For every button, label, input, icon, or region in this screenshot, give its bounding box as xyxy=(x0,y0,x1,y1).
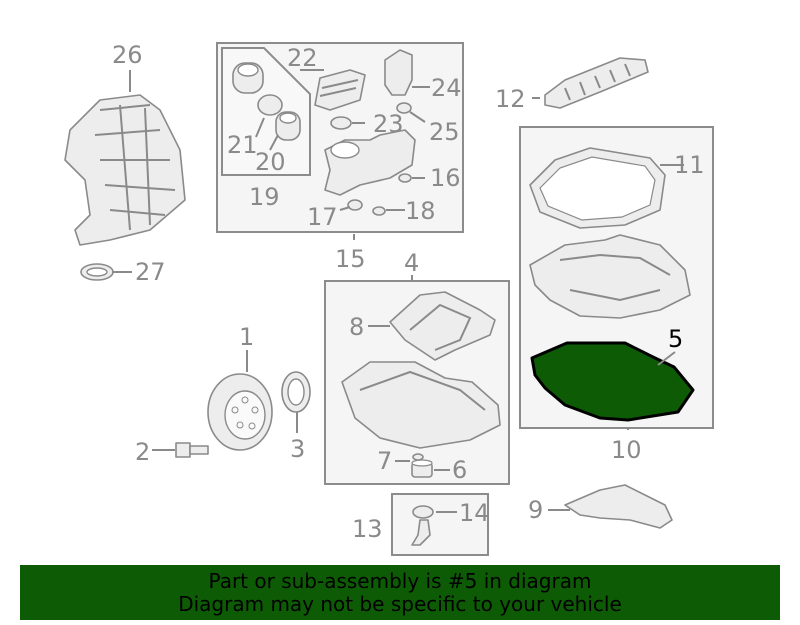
part-6-drain-plug[interactable] xyxy=(411,459,433,478)
label-18: 18 xyxy=(405,197,436,225)
part-1-crankshaft-pulley[interactable] xyxy=(207,373,273,451)
part-16-seal[interactable] xyxy=(398,173,412,183)
label-10: 10 xyxy=(611,436,642,464)
part-24-sensor[interactable] xyxy=(384,49,413,96)
part-21-filter-cap[interactable] xyxy=(232,62,264,94)
part-26-intake-manifold[interactable] xyxy=(64,94,186,246)
label-3: 3 xyxy=(290,435,305,463)
part-3-seal[interactable] xyxy=(281,371,311,413)
label-14: 14 xyxy=(459,499,490,527)
part-5-lower-oil-pan[interactable] xyxy=(530,341,695,422)
part-14-seal[interactable] xyxy=(412,505,434,519)
label-8: 8 xyxy=(349,313,364,341)
group-box-13 xyxy=(391,493,489,556)
part-20-filter-element[interactable] xyxy=(275,111,301,141)
label-11: 11 xyxy=(674,151,705,179)
label-4: 4 xyxy=(404,249,419,277)
label-22: 22 xyxy=(287,44,318,72)
part-22-oil-cooler[interactable] xyxy=(314,69,366,111)
label-6: 6 xyxy=(452,456,467,484)
info-banner: Part or sub-assembly is #5 in diagram Di… xyxy=(20,565,780,620)
label-19: 19 xyxy=(249,183,280,211)
part-21-oring[interactable] xyxy=(257,94,283,116)
label-2: 2 xyxy=(135,438,150,466)
label-13: 13 xyxy=(352,515,383,543)
label-7: 7 xyxy=(377,447,392,475)
label-25: 25 xyxy=(429,118,460,146)
part-27-gasket[interactable] xyxy=(80,263,114,281)
part-23-seal[interactable] xyxy=(330,116,352,130)
leader-lines xyxy=(112,69,684,513)
part-17-seal[interactable] xyxy=(347,199,363,211)
label-17: 17 xyxy=(307,203,338,231)
part-7-washer[interactable] xyxy=(412,453,424,461)
label-21: 21 xyxy=(227,131,258,159)
part-18-seal[interactable] xyxy=(372,206,386,216)
label-15: 15 xyxy=(335,245,366,273)
part-10-upper-oil-pan[interactable] xyxy=(529,234,691,319)
label-16: 16 xyxy=(430,164,461,192)
part-11-pan-gasket[interactable] xyxy=(529,147,666,229)
label-1: 1 xyxy=(239,323,254,351)
part-12-cover[interactable] xyxy=(544,57,649,109)
label-5: 5 xyxy=(668,325,683,353)
banner-line-2: Diagram may not be specific to your vehi… xyxy=(178,591,622,616)
label-20: 20 xyxy=(255,148,286,176)
label-12: 12 xyxy=(495,85,526,113)
label-26: 26 xyxy=(112,41,143,69)
label-24: 24 xyxy=(431,74,462,102)
part-2-bolt[interactable] xyxy=(175,442,209,458)
label-27: 27 xyxy=(135,258,166,286)
label-9: 9 xyxy=(528,496,543,524)
label-23: 23 xyxy=(373,110,404,138)
banner-line-1: Part or sub-assembly is #5 in diagram xyxy=(208,568,592,593)
part-4-oil-pan-housing[interactable] xyxy=(341,361,501,449)
part-9-bracket[interactable] xyxy=(564,484,673,529)
part-25-seal[interactable] xyxy=(396,102,412,114)
part-15-oil-filter-housing[interactable] xyxy=(324,129,416,196)
part-8-baffle[interactable] xyxy=(389,291,496,361)
part-13-dipstick-tube[interactable] xyxy=(411,519,431,546)
